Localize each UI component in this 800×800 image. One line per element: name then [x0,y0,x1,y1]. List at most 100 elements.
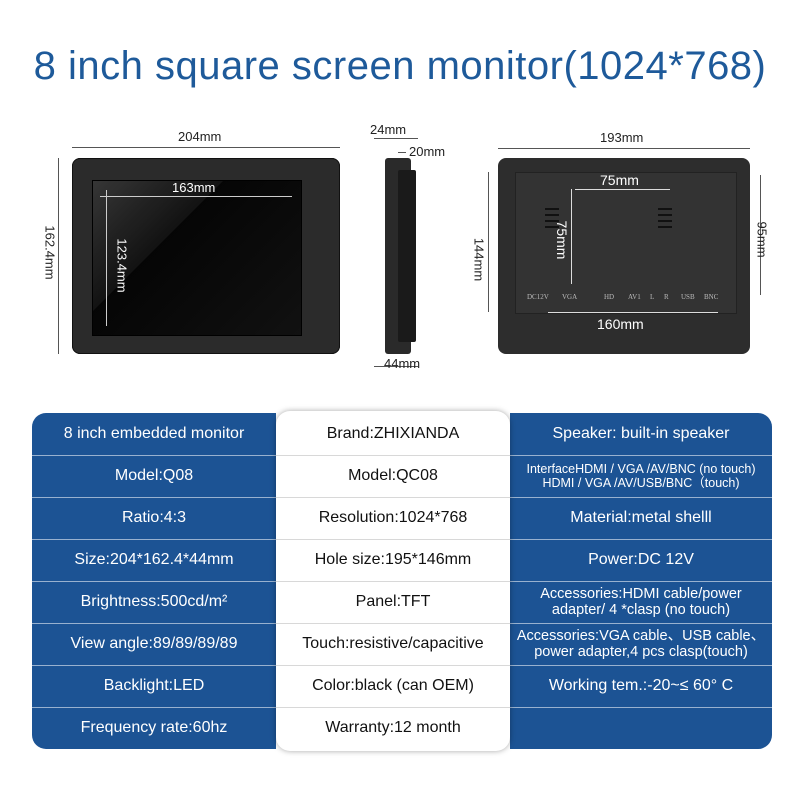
spec-cell-interface: InterfaceHDMI / VGA /AV/BNC (no touch) H… [510,455,772,497]
spec-cell: Speaker: built-in speaker [552,425,730,442]
row-divider [510,581,772,582]
spec-cell: Brightness:500cd/m² [80,593,228,610]
front-inner-height-label: 123.4mm [114,238,130,293]
back-height-line [488,172,489,312]
vent-icon [545,208,559,210]
spec-cell: Model:QC08 [348,467,438,484]
port-label: L [650,293,655,301]
port-label: DC12V [527,293,549,301]
front-height-line [58,158,59,354]
spec-cell: Touch:resistive/capacitive [302,635,484,652]
monitor-front-screen [92,180,302,336]
front-width-line [72,147,340,148]
monitor-back-panel [515,172,737,314]
spec-line: Accessories:HDMI cable/power [540,586,742,602]
back-side-label: 95mm [754,221,770,258]
vent-icon [658,220,672,222]
front-inner-width-line [100,196,292,197]
spec-cell: Frequency rate:60hz [80,719,228,736]
front-inner-width-label: 163mm [172,180,216,195]
back-bottom-line [548,312,718,313]
spec-cell: Resolution:1024*768 [318,509,468,526]
back-width-line [498,148,750,149]
row-divider [276,665,510,666]
row-divider [32,497,276,498]
monitor-side-step [398,170,416,342]
front-width-label: 204mm [178,129,222,144]
row-divider [276,455,510,456]
row-divider [276,539,510,540]
spec-line: HDMI / VGA /AV/USB/BNC（touch) [542,476,740,490]
spec-cell: Working tem.:-20~≤ 60° C [548,677,734,694]
back-hole-v-line [571,189,572,284]
row-divider [510,497,772,498]
back-hole-h-line [575,189,670,190]
spec-cell: 8 inch embedded monitor [63,425,245,442]
spec-column-left: 8 inch embedded monitor Model:Q08 Ratio:… [32,413,276,749]
spec-line: adapter/ 4 *clasp (no touch) [551,602,731,618]
spec-cell: View angle:89/89/89/89 [70,635,238,652]
back-hole-h-label: 75mm [600,172,639,188]
spec-cell: Power:DC 12V [588,551,694,568]
row-divider [32,581,276,582]
row-divider [276,497,510,498]
vent-icon [658,214,672,216]
port-label: HD [604,293,615,301]
page-title: 8 inch square screen monitor(1024*768) [33,44,767,88]
row-divider [32,455,276,456]
screen-reflection-icon [93,181,223,311]
row-divider [276,623,510,624]
row-divider [510,455,772,456]
side-depth-top-label: 24mm [370,122,407,137]
spec-cell: Ratio:4:3 [121,509,187,526]
front-inner-height-line [106,190,107,326]
front-height-label: 162.4mm [42,225,58,280]
vent-icon [545,214,559,216]
vent-icon [658,226,672,228]
spec-table: 8 inch embedded monitor Model:Q08 Ratio:… [32,411,772,751]
port-label: VGA [562,293,578,301]
row-divider [276,707,510,708]
back-side-line [760,175,761,295]
port-label: AV1 [628,293,641,301]
spec-cell-accessories-1: Accessories:HDMI cable/power adapter/ 4 … [510,581,772,623]
vent-icon [545,226,559,228]
spec-column-right: Speaker: built-in speaker InterfaceHDMI … [510,413,772,749]
port-label: USB [681,293,695,301]
vent-icon [545,220,559,222]
spec-cell: Warranty:12 month [325,719,461,736]
back-width-label: 193mm [600,130,644,145]
side-depth-inner-line [398,152,406,153]
side-depth-top-line [374,138,418,139]
back-bottom-label: 160mm [597,316,644,332]
row-divider [510,539,772,540]
spec-column-middle: Brand:ZHIXIANDA Model:QC08 Resolution:10… [276,411,510,751]
port-label: BNC [704,293,719,301]
spec-cell: Material:metal shelll [570,509,712,526]
row-divider [276,581,510,582]
spec-line: InterfaceHDMI / VGA /AV/BNC (no touch) [526,462,756,476]
row-divider [32,539,276,540]
spec-cell: Panel:TFT [355,593,431,610]
row-divider [510,665,772,666]
row-divider [32,623,276,624]
back-hole-v-label: 75mm [554,220,570,260]
side-depth-bottom-label: 44mm [384,356,421,371]
port-label: R [664,293,669,301]
spec-cell: Color:black (can OEM) [312,677,474,694]
spec-line: power adapter,4 pcs clasp(touch) [534,644,748,660]
row-divider [510,623,772,624]
spec-cell-accessories-2: Accessories:VGA cable、USB cable、 power a… [510,623,772,665]
spec-line: Accessories:VGA cable、USB cable、 [516,628,766,644]
spec-cell: Size:204*162.4*44mm [74,551,234,568]
back-height-label: 144mm [471,237,487,282]
row-divider [32,707,276,708]
row-divider [32,665,276,666]
vent-icon [658,208,672,210]
row-divider [510,707,772,708]
spec-cell: Brand:ZHIXIANDA [326,425,460,442]
spec-cell: Backlight:LED [103,677,205,694]
spec-cell: Hole size:195*146mm [314,551,472,568]
side-depth-inner-label: 20mm [409,144,446,159]
spec-cell: Model:Q08 [114,467,194,484]
